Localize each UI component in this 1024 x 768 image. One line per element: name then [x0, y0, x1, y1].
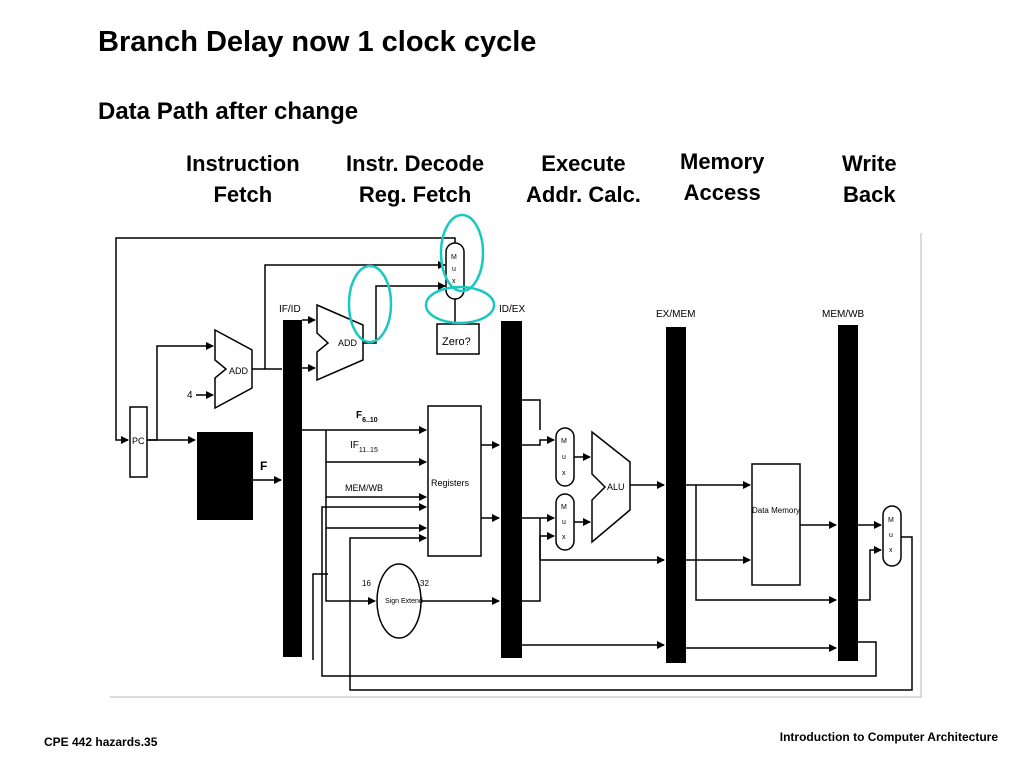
stage-execute: Execute Addr. Calc.: [526, 148, 641, 210]
mux-letter: x: [452, 278, 456, 285]
pipeline-register-ex-mem: EX/MEM: [656, 309, 695, 663]
branch-adder-label: ADD: [338, 338, 358, 348]
stage-memory-access: Memory Access: [680, 146, 764, 208]
highlight-ellipse-zero-wire: [424, 285, 496, 325]
mux-letter: M: [888, 517, 894, 524]
zero-test-label: Zero?: [442, 336, 471, 348]
pc-label: PC: [132, 436, 145, 446]
highlight-ellipse-branch-mux: [439, 213, 485, 293]
data-memory-label: Data Memory: [752, 506, 800, 515]
data-memory-label-text: Data Memory: [752, 506, 800, 515]
reg-input-rt-main: IF: [350, 440, 359, 451]
pipeline-register-if-id: IF/ID: [279, 304, 302, 657]
sign-extend-unit: Sign Extend: [376, 563, 423, 639]
reg-input-rs-main: F: [356, 410, 362, 421]
sign-extend-output-width: 32: [420, 579, 429, 588]
stage-label-line1: Instr. Decode: [346, 151, 485, 176]
stage-label-line1: Instruction: [186, 151, 300, 176]
mux-letter: M: [561, 504, 567, 511]
mux-letter: M: [561, 438, 567, 445]
mux-letter: u: [889, 532, 893, 539]
stage-instr-decode: Instr. Decode Reg. Fetch: [346, 148, 484, 210]
highlight-annotations: [347, 213, 496, 344]
datapath-wires: [115, 237, 913, 691]
stage-label-line2: Reg. Fetch: [358, 182, 472, 207]
alu-label: ALU: [607, 482, 625, 492]
stage-write-back: Write Back: [842, 148, 897, 210]
reg-input-rs-label: F6..10: [356, 410, 378, 424]
stage-instruction-fetch: Instruction Fetch: [186, 148, 300, 210]
reg-input-rs-sub: 6..10: [362, 417, 378, 424]
mem-wb-label: MEM/WB: [822, 309, 865, 320]
if-id-label: IF/ID: [279, 304, 301, 315]
reg-input-wb-label: MEM/WB: [345, 483, 383, 493]
branch-adder: ADD: [316, 303, 364, 382]
alu-input-mux-a: M u x: [555, 427, 575, 487]
ex-mem-label: EX/MEM: [656, 309, 695, 320]
pipeline-register-mem-wb: MEM/WB: [822, 309, 865, 661]
alu: ALU: [591, 430, 631, 544]
stage-label-line1: Memory: [680, 149, 765, 174]
slide-title: Branch Delay now 1 clock cycle: [98, 26, 537, 58]
slide-subtitle: Data Path after change: [98, 98, 359, 125]
stage-label-line1: Execute: [541, 151, 626, 176]
stage-label-line2: Addr. Calc.: [526, 182, 641, 207]
program-counter: PC: [129, 406, 148, 478]
footer-course-title: Introduction to Computer Architecture: [779, 730, 998, 744]
mux-letter: M: [451, 254, 457, 261]
zero-test-unit: Zero?: [436, 323, 480, 355]
mux-letter: x: [562, 470, 566, 477]
stage-label-line2: Back: [843, 182, 896, 207]
stage-label-line2: Access: [683, 180, 761, 205]
stage-label-line2: Fetch: [213, 182, 273, 207]
writeback-mux: M u x: [882, 505, 902, 567]
reg-input-rt-label: IF11..15: [350, 440, 378, 454]
highlight-ellipse-branch-adder: [347, 264, 393, 344]
constant-four: 4: [187, 390, 193, 401]
instruction-output-label: F: [260, 459, 267, 473]
stage-label-line1: Write: [842, 151, 897, 176]
footer-course-label: CPE 442 hazards.35: [44, 735, 158, 749]
pc-adder-label: ADD: [229, 366, 249, 376]
sign-extend-input-width: 16: [362, 579, 371, 588]
mux-letter: x: [889, 547, 893, 554]
mux-letter: x: [562, 534, 566, 541]
alu-input-mux-b: M u x: [555, 493, 575, 551]
data-memory: Data Memory: [751, 463, 801, 586]
mux-letter: u: [562, 519, 566, 526]
pipeline-register-id-ex: ID/EX: [499, 304, 525, 658]
sign-extend-label: Sign Extend: [385, 598, 423, 605]
mux-letter: u: [452, 266, 456, 273]
reg-input-rt-sub: 11..15: [359, 447, 378, 454]
id-ex-label: ID/EX: [499, 304, 525, 315]
pc-adder: ADD: [214, 328, 253, 410]
register-file: Registers: [427, 405, 482, 557]
instruction-memory: [197, 432, 253, 520]
mux-letter: u: [562, 454, 566, 461]
register-file-label: Registers: [431, 478, 470, 488]
